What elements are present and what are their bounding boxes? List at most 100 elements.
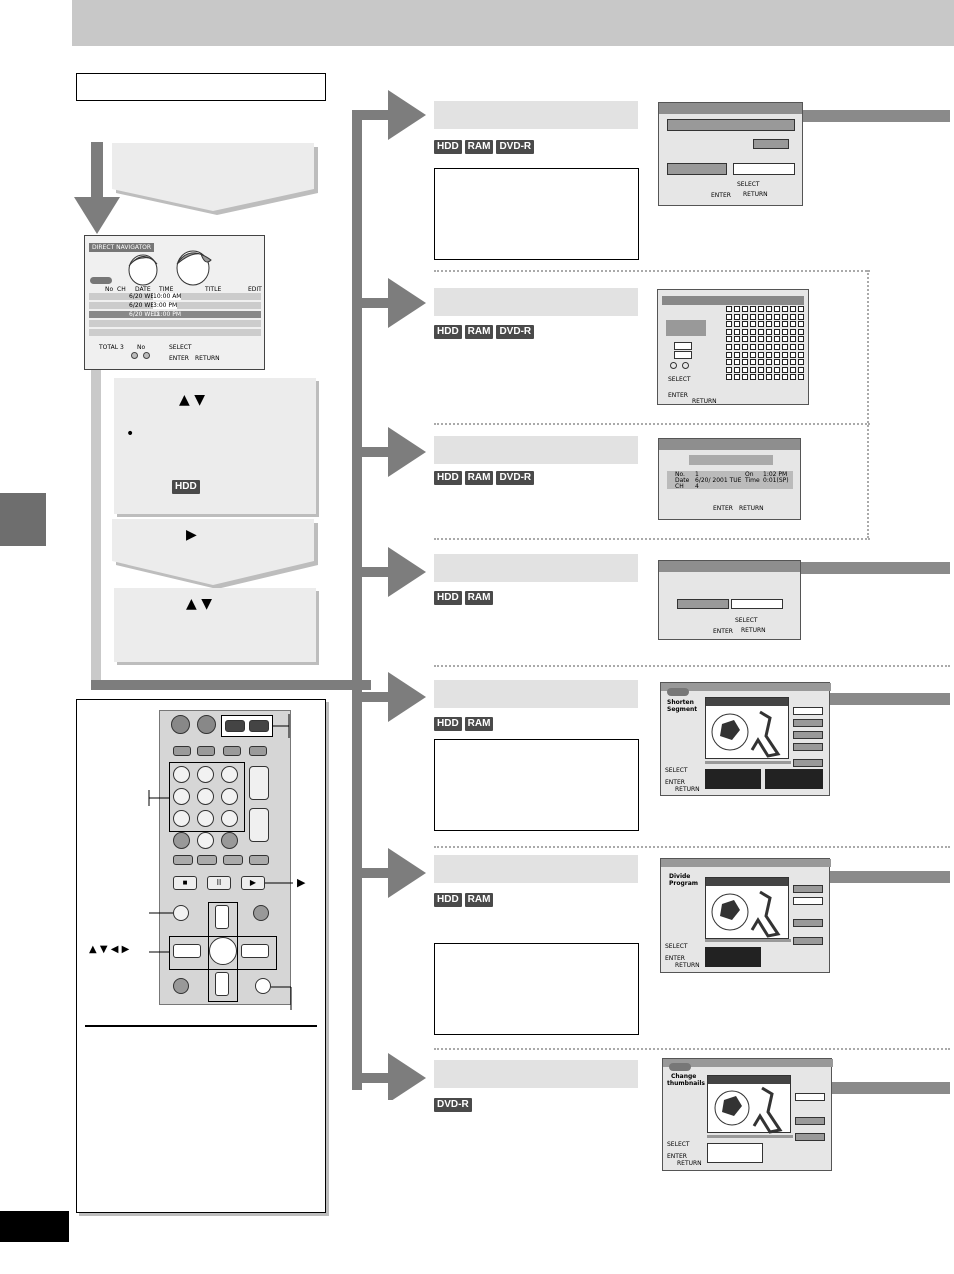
character-cell[interactable] <box>790 306 796 312</box>
keypad-button[interactable] <box>197 788 214 805</box>
character-cell[interactable] <box>750 366 756 373</box>
character-cell[interactable] <box>734 321 740 328</box>
screen-button[interactable] <box>793 885 823 893</box>
character-cell[interactable] <box>766 344 772 350</box>
character-cell[interactable] <box>750 344 756 350</box>
volume-rocker[interactable] <box>249 808 269 842</box>
character-cell[interactable] <box>734 313 740 320</box>
character-cell[interactable] <box>726 351 732 358</box>
fast-forward-button[interactable] <box>249 855 269 865</box>
character-cell[interactable] <box>774 306 780 312</box>
screen-button[interactable] <box>793 731 823 739</box>
keypad-button[interactable] <box>221 766 238 783</box>
character-cell[interactable] <box>726 306 732 312</box>
character-cell[interactable] <box>790 359 796 366</box>
character-cell[interactable] <box>742 359 748 366</box>
character-cell[interactable] <box>782 366 788 373</box>
skip-forward-button[interactable] <box>197 855 217 865</box>
character-cell[interactable] <box>766 336 772 343</box>
character-cell[interactable] <box>766 328 772 335</box>
character-cell[interactable] <box>798 359 804 366</box>
character-cell[interactable] <box>782 328 788 335</box>
screen-button[interactable] <box>733 163 795 175</box>
character-cell[interactable] <box>798 366 804 373</box>
channel-rocker[interactable] <box>249 766 269 800</box>
character-cell[interactable] <box>758 344 764 350</box>
keypad-button[interactable] <box>173 810 190 827</box>
character-cell[interactable] <box>742 336 748 343</box>
character-cell[interactable] <box>782 336 788 343</box>
right-button[interactable] <box>241 944 269 958</box>
character-cell[interactable] <box>758 336 764 343</box>
character-cell[interactable] <box>790 374 796 381</box>
character-cell[interactable] <box>766 374 772 381</box>
character-cell[interactable] <box>750 351 756 358</box>
character-cell[interactable] <box>750 336 756 343</box>
character-cell[interactable] <box>742 321 748 328</box>
character-cell[interactable] <box>782 359 788 366</box>
character-cell[interactable] <box>798 374 804 381</box>
character-cell[interactable] <box>798 328 804 335</box>
character-cell[interactable] <box>742 351 748 358</box>
screen-button[interactable] <box>795 1133 825 1141</box>
keypad-button[interactable] <box>221 832 238 849</box>
character-cell[interactable] <box>790 336 796 343</box>
character-cell[interactable] <box>774 336 780 343</box>
remote-button[interactable] <box>249 746 267 756</box>
character-cell[interactable] <box>726 328 732 335</box>
character-cell[interactable] <box>734 344 740 350</box>
character-cell[interactable] <box>782 374 788 381</box>
up-button[interactable] <box>215 905 229 929</box>
character-cell[interactable] <box>750 313 756 320</box>
character-cell[interactable] <box>742 374 748 381</box>
character-cell[interactable] <box>790 321 796 328</box>
character-cell[interactable] <box>734 336 740 343</box>
character-cell[interactable] <box>758 313 764 320</box>
remote-button[interactable] <box>173 746 191 756</box>
character-cell[interactable] <box>758 374 764 381</box>
character-cell[interactable] <box>726 321 732 328</box>
screen-button[interactable] <box>793 719 823 727</box>
character-cell[interactable] <box>750 328 756 335</box>
power-button-2[interactable] <box>197 715 216 734</box>
character-cell[interactable] <box>774 366 780 373</box>
character-cell[interactable] <box>766 359 772 366</box>
character-cell[interactable] <box>734 374 740 381</box>
character-cell[interactable] <box>798 336 804 343</box>
character-cell[interactable] <box>798 344 804 350</box>
keypad-button[interactable] <box>173 832 190 849</box>
character-cell[interactable] <box>758 321 764 328</box>
play-button[interactable]: ▶ <box>241 876 265 890</box>
pause-button[interactable]: II <box>207 876 231 890</box>
character-cell[interactable] <box>782 351 788 358</box>
hdd-select-button[interactable] <box>225 720 245 732</box>
remote-button[interactable] <box>223 746 241 756</box>
character-cell[interactable] <box>758 359 764 366</box>
character-cell[interactable] <box>734 328 740 335</box>
screen-button[interactable] <box>793 937 823 945</box>
keypad-button[interactable] <box>197 832 214 849</box>
character-cell[interactable] <box>734 351 740 358</box>
character-cell[interactable] <box>758 306 764 312</box>
direct-navigator-button[interactable] <box>173 905 189 921</box>
character-cell[interactable] <box>742 306 748 312</box>
screen-button[interactable] <box>795 1117 825 1125</box>
character-cell[interactable] <box>790 344 796 350</box>
character-cell[interactable] <box>798 313 804 320</box>
dvd-select-button[interactable] <box>249 720 269 732</box>
character-cell[interactable] <box>734 359 740 366</box>
character-cell[interactable] <box>758 351 764 358</box>
screen-button[interactable] <box>793 759 823 767</box>
character-cell[interactable] <box>750 374 756 381</box>
keypad-button[interactable] <box>173 766 190 783</box>
character-cell[interactable] <box>782 321 788 328</box>
character-cell[interactable] <box>750 359 756 366</box>
character-cell[interactable] <box>798 351 804 358</box>
keypad-button[interactable] <box>221 788 238 805</box>
character-cell[interactable] <box>742 366 748 373</box>
character-cell[interactable] <box>774 351 780 358</box>
function-button[interactable] <box>253 905 269 921</box>
character-cell[interactable] <box>774 374 780 381</box>
keypad-button[interactable] <box>173 788 190 805</box>
table-row[interactable]: 6/20 WED 3:00 PM <box>89 302 261 309</box>
